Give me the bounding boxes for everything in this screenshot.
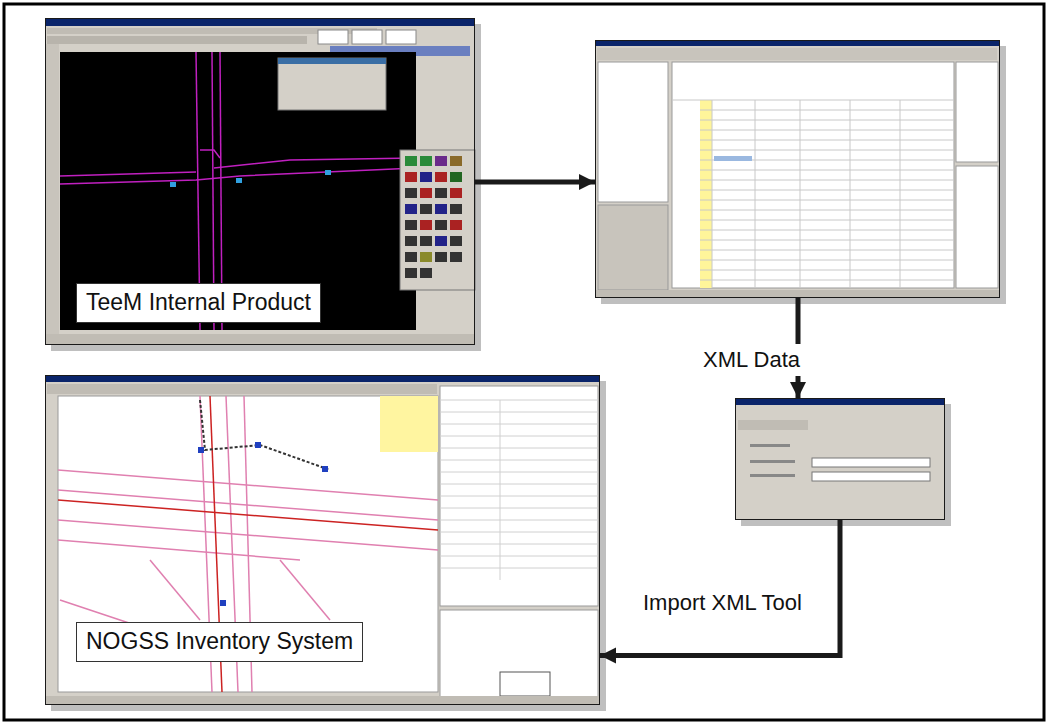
button [318,30,348,44]
shadow [51,381,606,711]
toolbar [738,420,808,430]
node-label: TeeM Internal Product [76,283,321,323]
title-bar [735,398,945,405]
input-field [812,472,930,481]
props-panel [956,62,998,162]
field-label [750,444,790,447]
field-label [750,460,795,463]
dialog [278,58,386,110]
palette-icons [405,156,462,278]
tool-strip [45,44,59,334]
import-dialog-node: Import XML Tool [735,398,945,520]
table-lines [440,400,598,580]
xml-screenshot-node: XML Data [595,40,1000,298]
xml-grid [672,62,954,288]
node-label: XML Data [696,344,807,376]
grid-lines [672,100,954,288]
icon-palette [400,150,475,290]
flow-arrow [600,520,840,656]
window [595,40,1000,298]
button [386,30,416,44]
preview-symbol [500,672,550,696]
button [352,30,382,44]
status-bar [45,696,600,705]
teem-screenshot-node: TeeM Internal Product [45,18,475,345]
cable-route [200,400,330,470]
window [735,398,945,520]
side-panel [598,205,668,290]
road-lines [60,52,416,330]
map-lines [58,396,438,692]
selected-cell [714,156,752,161]
node-label: NOGSS Inventory System [76,622,363,662]
status-bar [45,334,475,345]
title-bar [45,375,600,382]
red-lines [58,396,438,692]
preview-panel [440,610,598,698]
map-nodes [198,442,328,606]
flow-arrow [475,179,595,184]
toolbar [47,384,437,394]
node-label: Import XML Tool [636,587,809,619]
nogss-screenshot [45,375,600,705]
property-table [440,386,598,606]
title-bar [45,18,475,26]
props-panel [956,166,998,288]
status-bar [595,290,1000,298]
tree-panel [598,62,668,202]
input-field [812,458,930,467]
toolbar [597,48,997,60]
toolbar [47,36,307,44]
parcel [380,396,438,452]
xml-screenshot [595,40,1000,298]
import-dialog [735,398,945,520]
outer-frame [4,4,1044,720]
nogss-screenshot-node: NOGSS Inventory System [45,375,600,705]
map-canvas [58,396,438,692]
teem-screenshot [45,18,475,345]
field-label [750,474,795,477]
cad-canvas [60,52,416,330]
window [45,18,475,345]
window [45,375,600,705]
dialog-title [278,58,386,64]
